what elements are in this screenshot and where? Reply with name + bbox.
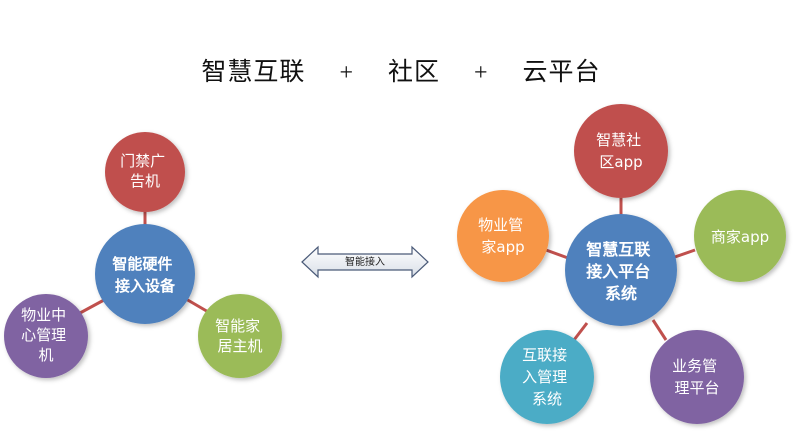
node-label-line: 居主机 bbox=[217, 337, 262, 355]
node-label-line: 系统 bbox=[532, 390, 562, 408]
node-label-line: 物业管 bbox=[478, 216, 523, 234]
node-merchant-app: 商家app bbox=[694, 190, 786, 282]
node-label-line: 机 bbox=[38, 346, 53, 364]
connector-right-left bbox=[545, 248, 569, 260]
node-label-line: 接入设备 bbox=[115, 277, 176, 295]
svg-text:门禁广 告机: 门禁广 告机 bbox=[120, 152, 170, 190]
svg-text:业务管 理平台: 业务管 理平台 bbox=[672, 357, 722, 397]
node-label-line: 接入平台 bbox=[586, 262, 650, 281]
arrow-label: 智能接入 bbox=[345, 255, 385, 268]
diagram-title: 智慧互联 + 社区 + 云平台 bbox=[0, 52, 802, 88]
svg-text:物业管 家app: 物业管 家app bbox=[478, 216, 528, 256]
svg-text:智能家 居主机: 智能家 居主机 bbox=[215, 317, 265, 355]
connector-right-right bbox=[671, 248, 696, 260]
svg-text:智慧互联 接入平台 系统: 智慧互联 接入平台 系统 bbox=[586, 240, 656, 303]
svg-text:物业中 心管理 机: 物业中 心管理 机 bbox=[21, 306, 71, 364]
double-arrow-icon bbox=[301, 245, 429, 279]
node-label-line: 智慧互联 bbox=[586, 240, 650, 259]
connector-left-right bbox=[185, 297, 211, 315]
svg-text:智慧社 区app: 智慧社 区app bbox=[596, 131, 646, 171]
node-label-line: 智能硬件 bbox=[112, 255, 172, 273]
node-label-line: 互联接 bbox=[522, 346, 567, 364]
node-label-line: 业务管 bbox=[672, 357, 717, 375]
svg-text:智能硬件 接入设备: 智能硬件 接入设备 bbox=[112, 255, 177, 295]
node-label-line: 物业中 bbox=[21, 306, 66, 324]
node-smart-community-app: 智慧社 区app bbox=[574, 104, 668, 198]
title-part-smart-interconnect: 智慧互联 bbox=[201, 57, 306, 86]
title-part-cloud-platform: 云平台 bbox=[522, 57, 601, 86]
node-interconnect-access-mgmt: 互联接 入管理 系统 bbox=[500, 330, 594, 424]
connector-right-bottom-right bbox=[651, 319, 668, 341]
node-smart-interconnect-platform: 智慧互联 接入平台 系统 bbox=[565, 214, 677, 326]
bidirectional-arrow: 智能接入 bbox=[301, 245, 429, 279]
node-label-line: 智慧社 bbox=[596, 131, 641, 149]
svg-text:商家app: 商家app bbox=[711, 228, 769, 246]
title-plus-1: + bbox=[339, 60, 354, 86]
node-property-butler-app: 物业管 家app bbox=[457, 190, 549, 282]
node-smart-hardware-access: 智能硬件 接入设备 bbox=[95, 224, 195, 324]
title-part-community: 社区 bbox=[387, 57, 440, 86]
node-label-line: 告机 bbox=[130, 172, 160, 190]
node-label-line: 入管理 bbox=[522, 368, 567, 386]
node-smart-home-host: 智能家 居主机 bbox=[198, 294, 282, 378]
node-property-center-machine: 物业中 心管理 机 bbox=[4, 294, 88, 378]
node-business-mgmt-platform: 业务管 理平台 bbox=[650, 330, 744, 424]
node-label-line: 家app bbox=[481, 238, 524, 256]
connector-right-bottom-left bbox=[572, 322, 589, 341]
node-label-line: 智能家 bbox=[215, 317, 260, 335]
connector-left-left bbox=[79, 298, 105, 315]
node-label-line: 理平台 bbox=[674, 379, 719, 397]
node-label-line: 商家app bbox=[711, 228, 769, 246]
node-access-gate-ad: 门禁广 告机 bbox=[105, 132, 185, 212]
node-label-line: 系统 bbox=[605, 284, 637, 303]
svg-text:互联接 入管理 系统: 互联接 入管理 系统 bbox=[522, 346, 572, 408]
node-label-line: 区app bbox=[599, 153, 642, 171]
node-label-line: 门禁广 bbox=[120, 152, 165, 170]
node-label-line: 心管理 bbox=[21, 326, 66, 344]
title-plus-2: + bbox=[474, 60, 489, 86]
